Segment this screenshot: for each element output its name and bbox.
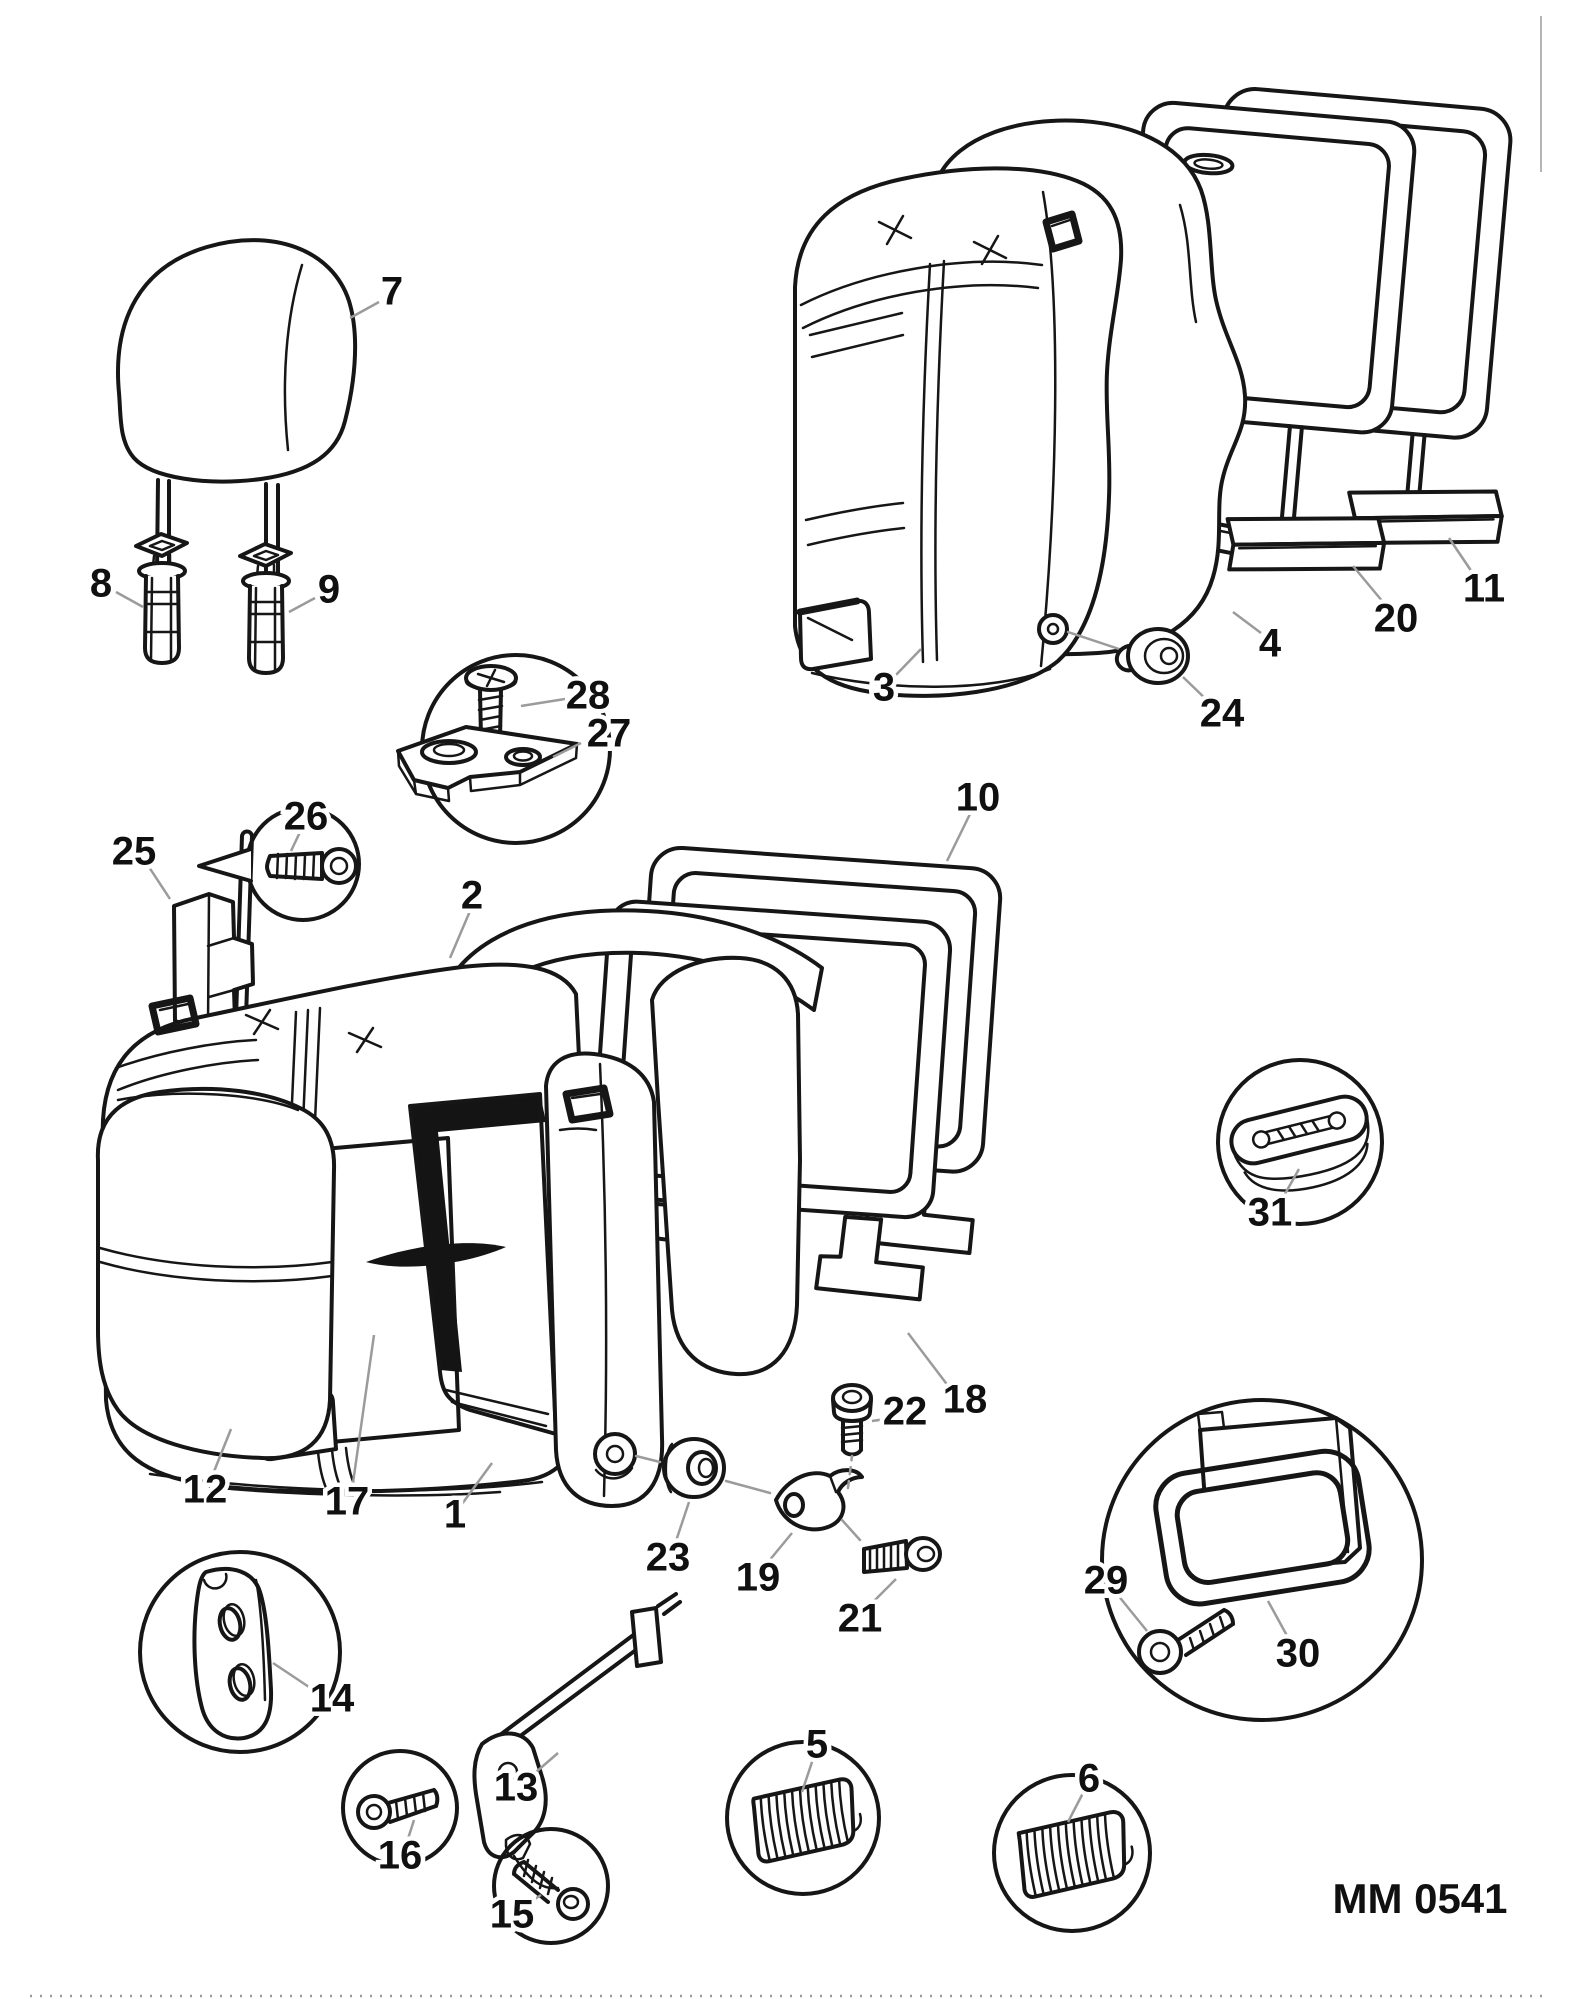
detail-circle-31 <box>1216 1058 1384 1226</box>
detail-circle-27-28 <box>396 653 612 845</box>
leader-line-18 <box>907 1332 953 1392</box>
leader-line-20 <box>1352 565 1389 609</box>
latch-lever-19 <box>774 1468 864 1532</box>
seat-foam-2 <box>434 908 824 1377</box>
leader-line-30 <box>1266 1600 1293 1644</box>
callout-30: 30 <box>1276 1632 1321 1676</box>
leader-line-25 <box>145 863 172 900</box>
leader-line-4 <box>1232 611 1262 634</box>
callout-12: 12 <box>183 1468 228 1512</box>
leader-line-3 <box>892 648 922 679</box>
leader-line-9 <box>288 596 316 614</box>
callout-20: 20 <box>1374 597 1419 641</box>
headrest-sleeve-8 <box>134 532 189 665</box>
leader-line-14 <box>272 1661 319 1695</box>
leader-line-28 <box>520 697 566 708</box>
detail-circle-15 <box>492 1827 610 1945</box>
callout-28: 28 <box>566 674 611 718</box>
callout-17: 17 <box>325 1480 370 1524</box>
callout-19: 19 <box>736 1556 781 1600</box>
leader-line-10 <box>945 811 973 862</box>
detail-circle-26 <box>197 806 361 922</box>
callout-31: 31 <box>1248 1191 1293 1235</box>
squab-cover-3 <box>793 166 1124 698</box>
leader-line-21 <box>866 1578 897 1609</box>
leader-line-17 <box>350 1334 376 1491</box>
detail-circle-16 <box>341 1749 459 1867</box>
screw-22 <box>831 1383 873 1457</box>
leader-line-13 <box>527 1752 559 1780</box>
leader-lines <box>115 300 1478 1908</box>
leader-line-26 <box>289 829 303 852</box>
callout-5: 5 <box>806 1723 828 1767</box>
callout-4: 4 <box>1259 622 1282 666</box>
armrest-aperture <box>408 1092 558 1436</box>
callout-16: 16 <box>378 1834 423 1878</box>
callout-18: 18 <box>943 1378 988 1422</box>
leader-line-16 <box>404 1819 416 1846</box>
detail-circle-14 <box>138 1550 342 1754</box>
leader-line-6 <box>1066 1792 1085 1823</box>
bolt-21 <box>862 1536 942 1574</box>
striker-plate-27 <box>396 725 579 803</box>
leader-line-5 <box>800 1758 815 1793</box>
leader-line-11 <box>1447 537 1478 579</box>
detail-circle-6 <box>992 1773 1152 1933</box>
leader-line-15 <box>523 1893 542 1908</box>
map-pocket-12 <box>95 1086 337 1461</box>
headrest-sleeve-9 <box>238 542 293 675</box>
mounting-plate-14 <box>192 1566 274 1741</box>
callout-25: 25 <box>112 830 157 874</box>
bushing-23 <box>662 1437 726 1499</box>
callout-2: 2 <box>461 874 483 918</box>
detail-circle-29-30 <box>1100 1398 1424 1722</box>
callout-7: 7 <box>381 270 403 314</box>
oval-grommet-31 <box>1229 1094 1370 1192</box>
leader-line-8 <box>115 590 144 609</box>
leader-line-12 <box>209 1428 233 1480</box>
leader-line-2 <box>448 910 472 959</box>
detail-circle-5 <box>725 1740 881 1896</box>
leader-line-29 <box>1116 1593 1148 1632</box>
callout-8: 8 <box>90 562 112 606</box>
leader-line-31 <box>1279 1168 1301 1202</box>
callout-13: 13 <box>494 1766 539 1810</box>
leader-line-22 <box>871 1416 894 1423</box>
callout-9: 9 <box>318 568 340 612</box>
callout-15: 15 <box>490 1893 535 1937</box>
leader-line-24 <box>1182 676 1213 706</box>
callout-6: 6 <box>1078 1757 1100 1801</box>
callout-27: 27 <box>587 712 632 756</box>
spring-clip-6 <box>1016 1810 1134 1899</box>
bolt-29 <box>1137 1608 1235 1675</box>
grommet-24 <box>1066 627 1190 685</box>
bolt-26 <box>265 847 358 885</box>
callout-21: 21 <box>838 1597 883 1641</box>
callout-22: 22 <box>883 1390 928 1434</box>
callout-3: 3 <box>873 666 895 710</box>
callout-23: 23 <box>646 1536 691 1580</box>
spring-clip-5 <box>751 1777 863 1864</box>
release-rod-13 <box>472 1592 682 1890</box>
wire-loop-30 <box>1153 1448 1372 1607</box>
callout-1: 1 <box>444 1493 466 1537</box>
leader-line-7 <box>349 300 380 320</box>
figure-code: MM 0541 <box>1332 1875 1507 1922</box>
callout-14: 14 <box>310 1677 355 1721</box>
callout-26: 26 <box>284 795 329 839</box>
cover-right-bolster <box>544 1051 665 1508</box>
leader-line-1 <box>460 1462 494 1505</box>
leader-line-19 <box>763 1532 793 1568</box>
callout-24: 24 <box>1200 692 1245 736</box>
callout-29: 29 <box>1084 1559 1129 1603</box>
leader-line-27 <box>552 741 582 759</box>
callout-11: 11 <box>1463 567 1505 611</box>
pivot-grommet <box>593 1432 637 1476</box>
leader-line-23 <box>672 1501 691 1548</box>
callout-10: 10 <box>956 776 1001 820</box>
armrest-aperture-shadow <box>410 1094 546 1372</box>
